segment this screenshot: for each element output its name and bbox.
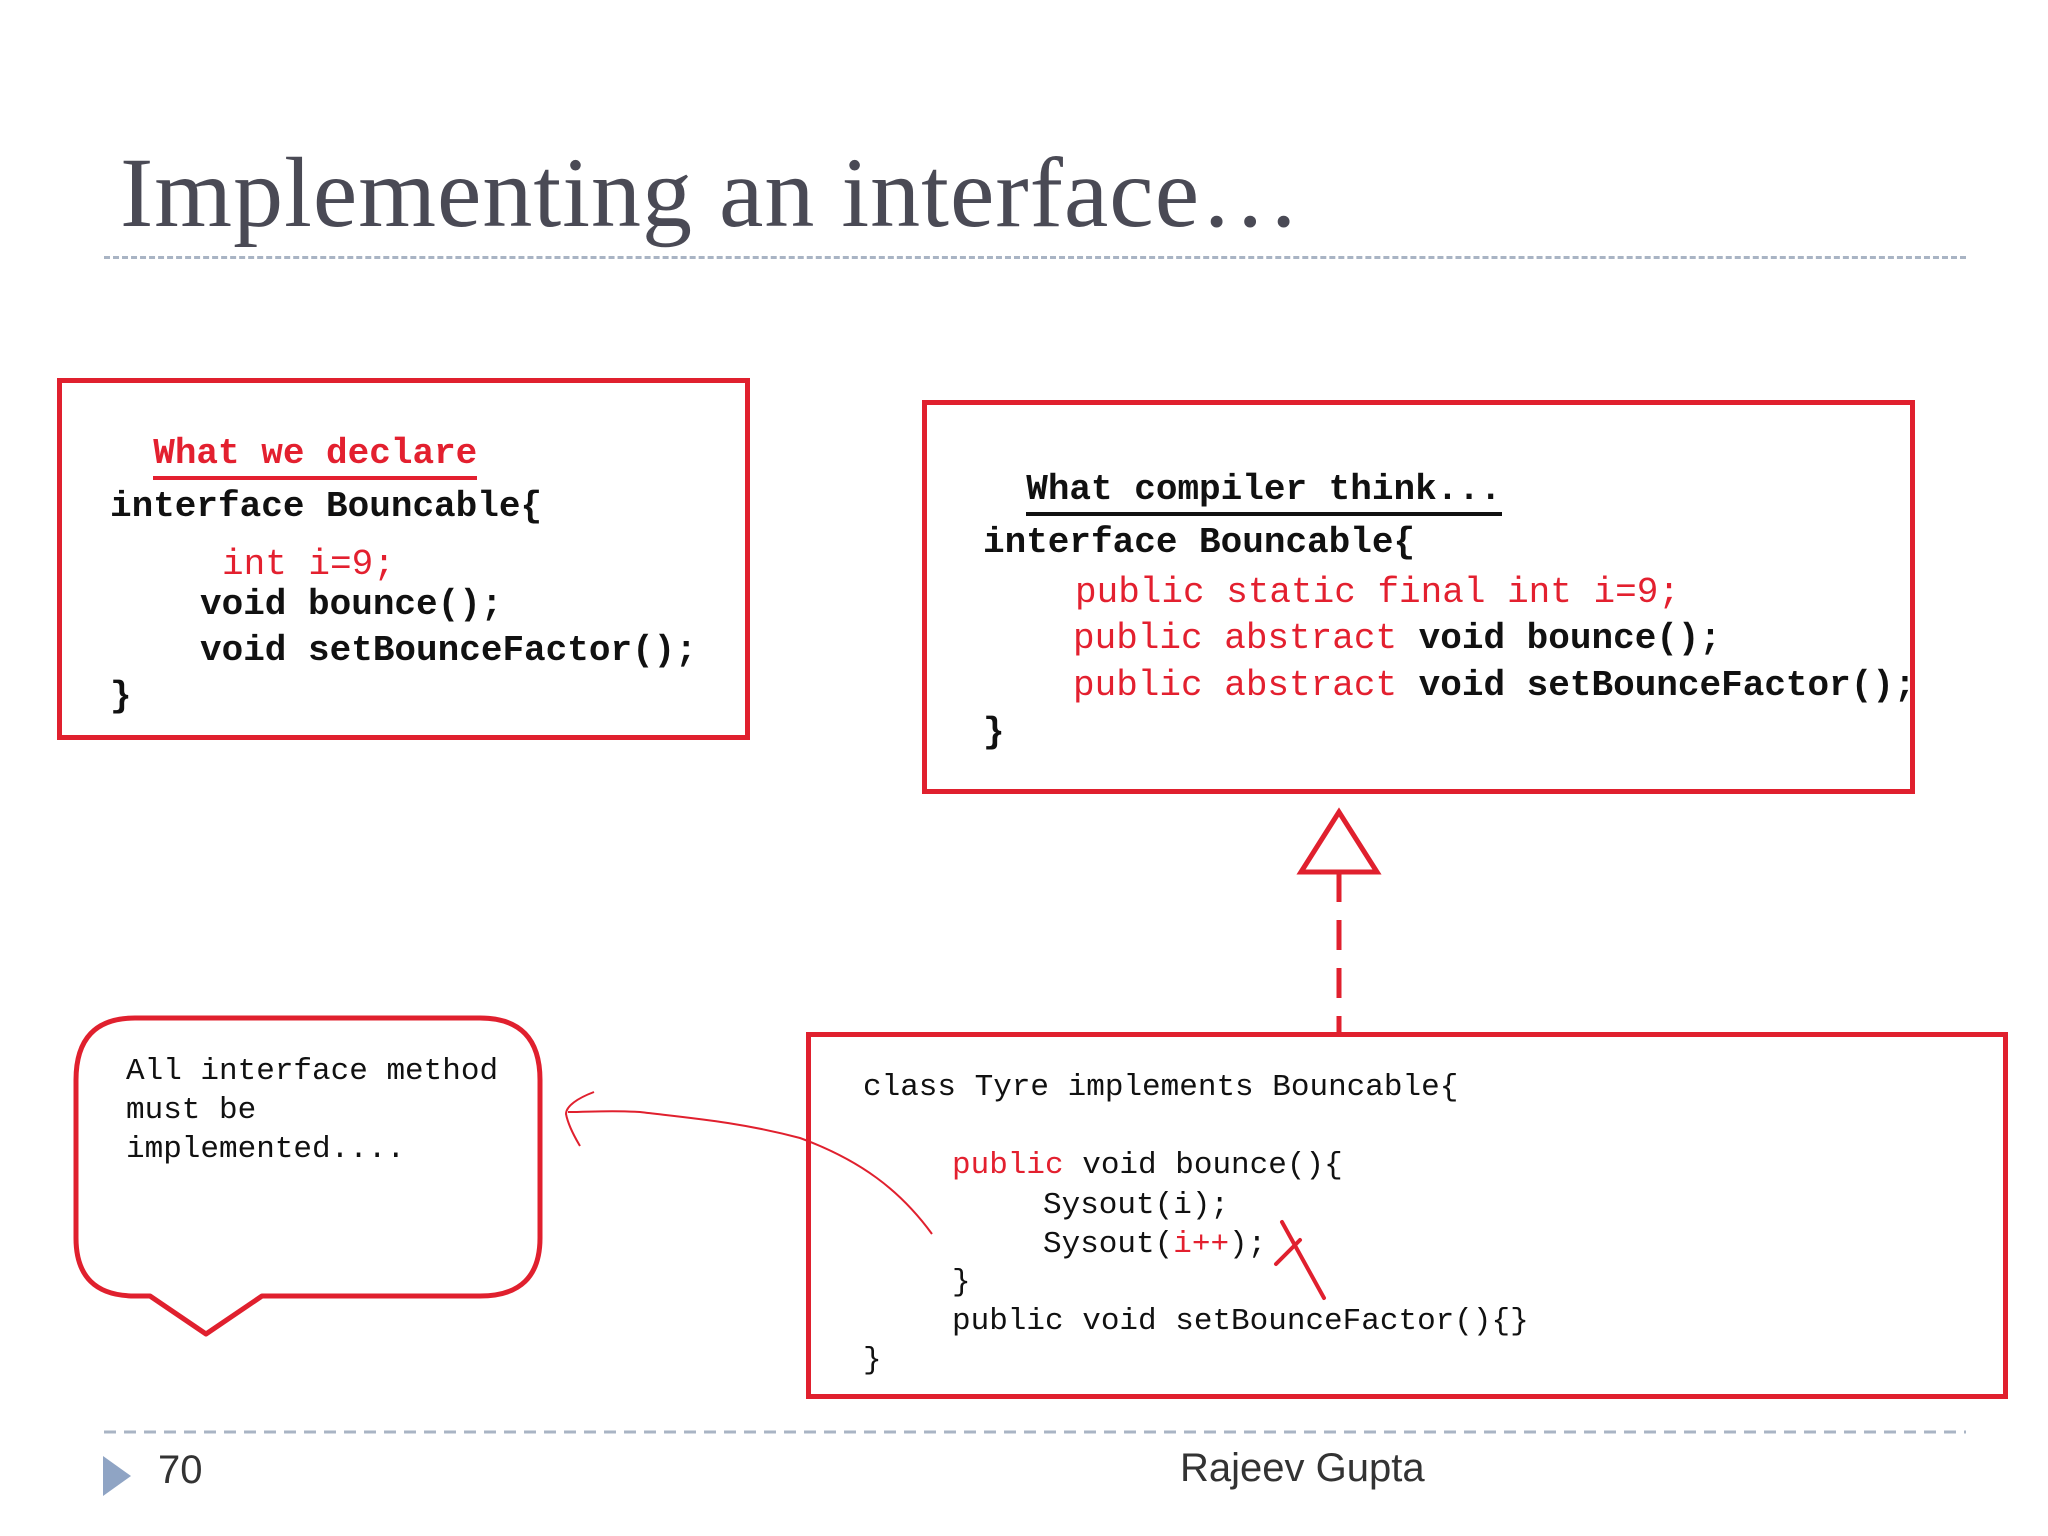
class-line-4-c: ); (1229, 1227, 1267, 1262)
declare-line-4: void setBounceFactor(); (200, 630, 697, 671)
class-box (806, 1032, 2008, 1399)
declare-box (57, 378, 750, 740)
slide-title: Implementing an interface… (120, 137, 1302, 248)
compiler-line-3: public abstract void bounce(); (1073, 618, 1721, 659)
declare-heading: What we declare (110, 392, 478, 480)
class-line-7: } (863, 1343, 882, 1378)
class-line-4-b: i++ (1173, 1227, 1230, 1262)
hollow-arrowhead-icon (1296, 807, 1382, 875)
declare-line-3: void bounce(); (200, 584, 503, 625)
declare-line-5: } (110, 676, 132, 717)
compiler-line-2: public static final int i=9; (1075, 572, 1680, 613)
compiler-line-3-modifier: public abstract (1073, 618, 1398, 659)
class-line-3: Sysout(i); (1043, 1188, 1230, 1223)
class-line-6: public void setBounceFactor(){} (952, 1304, 1529, 1339)
compiler-line-3-rest: void bounce(); (1397, 618, 1722, 659)
class-line-4-a: Sysout( (1043, 1227, 1174, 1262)
class-line-2-rest: void bounce(){ (1063, 1148, 1343, 1183)
title-divider (104, 256, 1966, 259)
class-line-2: public void bounce(){ (952, 1148, 1343, 1183)
author-name: Rajeev Gupta (1180, 1446, 1425, 1490)
compiler-line-1: interface Bouncable{ (983, 522, 1416, 563)
callout-bubble (73, 1015, 543, 1337)
class-line-5: } (952, 1265, 971, 1300)
compiler-heading-text: What compiler think... (1026, 469, 1502, 516)
class-line-1: class Tyre implements Bouncable{ (863, 1070, 1459, 1105)
compiler-box (922, 400, 1915, 794)
compiler-line-4: public abstract void setBounceFactor(); (1073, 665, 1916, 706)
cross-mark-icon (1274, 1220, 1326, 1300)
compiler-heading: What compiler think... (983, 428, 1502, 516)
implementation-arrow (567, 1110, 933, 1235)
class-line-2-modifier: public (952, 1148, 1064, 1183)
class-line-4: Sysout(i++); (1043, 1227, 1266, 1262)
compiler-line-4-rest: void setBounceFactor(); (1397, 665, 1916, 706)
triangle-right-icon (103, 1456, 131, 1496)
compiler-line-5: } (983, 712, 1005, 753)
declare-heading-text: What we declare (153, 433, 478, 480)
page-number: 70 (158, 1448, 203, 1492)
callout-line-1: All interface method (126, 1054, 499, 1089)
implementation-arrowhead-icon (564, 1091, 595, 1147)
callout-line-3: implemented.... (126, 1132, 406, 1167)
declare-line-1: interface Bouncable{ (110, 486, 543, 527)
declare-line-2: int i=9; (222, 544, 395, 585)
callout-line-2: must be (126, 1093, 257, 1128)
compiler-line-4-modifier: public abstract (1073, 665, 1398, 706)
